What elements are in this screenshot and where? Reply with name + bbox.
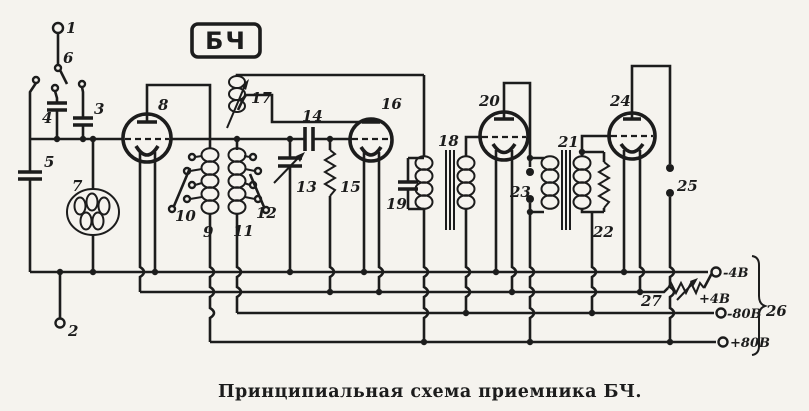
tickler-coil-17 bbox=[226, 73, 424, 129]
t21-core bbox=[561, 150, 571, 230]
title-badge-text: БЧ bbox=[205, 27, 247, 55]
coil-17-to-plate-wire bbox=[236, 93, 362, 124]
label-13: 13 bbox=[296, 178, 317, 196]
label-22: 22 bbox=[592, 223, 614, 241]
tube-8 bbox=[121, 83, 212, 292]
antenna-input-section bbox=[18, 21, 123, 329]
terminal-group-brace bbox=[751, 255, 769, 356]
bus-2 bbox=[140, 287, 669, 294]
label-plus-80v: +80В bbox=[730, 336, 770, 351]
switch-6-pivot bbox=[53, 63, 63, 73]
label-2: 2 bbox=[67, 322, 78, 340]
label-16: 16 bbox=[381, 95, 402, 113]
rheostat-27-arrowhead bbox=[690, 278, 698, 287]
label-19: 19 bbox=[386, 195, 407, 213]
bus-wires bbox=[30, 135, 716, 346]
tube-20 bbox=[478, 81, 532, 292]
label-11: 11 bbox=[233, 222, 254, 240]
label-18: 18 bbox=[438, 132, 459, 150]
resistor-22 bbox=[597, 152, 611, 212]
tube-16-envelope bbox=[348, 117, 394, 163]
capacitor-4 bbox=[47, 101, 67, 139]
terminal-plus4-minus80 bbox=[715, 307, 727, 319]
tap-switch-10 bbox=[167, 152, 203, 214]
cap3-top-lead bbox=[80, 86, 85, 118]
terminal-plus-80v bbox=[717, 336, 729, 348]
label-14: 14 bbox=[302, 107, 323, 125]
tube-24-filament bbox=[619, 142, 645, 154]
t18-primary-bottom-lead bbox=[422, 209, 430, 342]
switch-6-arm bbox=[58, 69, 69, 85]
transformer-18 bbox=[414, 75, 482, 342]
variable-capacitor-13 bbox=[273, 139, 305, 272]
t18-core bbox=[445, 150, 455, 230]
antenna-terminal bbox=[51, 21, 65, 35]
label-7: 7 bbox=[72, 177, 83, 195]
switch-12-arm bbox=[248, 173, 266, 208]
variometer-coil-7 bbox=[66, 139, 120, 272]
tube-20-plate-wire bbox=[502, 81, 532, 167]
label-6: 6 bbox=[63, 49, 74, 67]
switch-contact-a bbox=[31, 75, 41, 85]
label-5: 5 bbox=[44, 153, 54, 171]
t21-return-lead bbox=[590, 212, 598, 313]
tube-16-filament bbox=[359, 145, 383, 157]
terminal-minus-4v bbox=[710, 266, 722, 278]
coil-17-arrowhead bbox=[241, 79, 249, 90]
label-21: 21 bbox=[557, 133, 579, 151]
label-minus-4v: -4В bbox=[723, 266, 748, 281]
label-3: 3 bbox=[94, 100, 104, 118]
tap-switch-12 bbox=[243, 152, 271, 215]
ground-terminal bbox=[54, 272, 66, 329]
tube-8-plate-wire bbox=[145, 83, 212, 148]
label-12: 12 bbox=[256, 204, 277, 222]
transformer-21 bbox=[530, 134, 611, 313]
coil-9 bbox=[200, 147, 220, 342]
grid-capacitor-14 bbox=[303, 127, 315, 151]
label-25: 25 bbox=[676, 177, 698, 195]
component-number-labels: 1 2 3 4 5 6 7 8 9 10 11 12 13 14 15 16 1… bbox=[42, 19, 787, 340]
label-20: 20 bbox=[478, 92, 500, 110]
figure-caption: Принципиальная схема приемника БЧ. bbox=[218, 382, 642, 402]
capacitor-19 bbox=[398, 156, 424, 211]
coil-11 bbox=[227, 139, 247, 313]
rheostat-27 bbox=[667, 272, 714, 301]
label-23: 23 bbox=[509, 183, 531, 201]
grid-leak-resistor-15 bbox=[323, 139, 337, 292]
power-terminals: -4В +4В -80В +80В bbox=[699, 255, 770, 356]
label-1: 1 bbox=[66, 19, 76, 37]
label-4: 4 bbox=[42, 109, 52, 127]
label-8: 8 bbox=[158, 96, 169, 114]
t18-secondary-bottom-lead bbox=[464, 209, 472, 313]
tube-24-plate-wire bbox=[630, 64, 672, 164]
switch-10-arm bbox=[172, 167, 192, 207]
switch-contact-b bbox=[50, 83, 60, 93]
title-badge: БЧ bbox=[190, 22, 262, 59]
left-branch-wire bbox=[28, 82, 38, 172]
tube-8-filament bbox=[134, 145, 160, 157]
title-badge-box bbox=[190, 22, 262, 59]
cap-13-arrow bbox=[273, 154, 302, 184]
label-9: 9 bbox=[203, 223, 214, 241]
capacitor-5 bbox=[18, 170, 42, 272]
t18-secondary-top-lead bbox=[464, 135, 482, 156]
coil-11-bottom-lead bbox=[235, 214, 243, 313]
phone-terminals-25 bbox=[666, 164, 676, 342]
label-10: 10 bbox=[175, 207, 196, 225]
t21-resistor-ties bbox=[580, 150, 604, 214]
cap-13-arrowhead bbox=[296, 152, 305, 162]
label-minus-80v: -80В bbox=[727, 307, 761, 322]
coil-17-coupling-arrow bbox=[226, 82, 247, 129]
label-24: 24 bbox=[609, 92, 631, 110]
label-27: 27 bbox=[640, 292, 662, 310]
label-plus-4v: +4В bbox=[699, 292, 730, 307]
label-15: 15 bbox=[340, 178, 361, 196]
label-26: 26 bbox=[765, 302, 787, 320]
switch-contact-c bbox=[77, 79, 87, 89]
label-17: 17 bbox=[251, 89, 272, 107]
tube-20-filament bbox=[491, 142, 517, 155]
coil-17-top-wire bbox=[235, 73, 424, 77]
